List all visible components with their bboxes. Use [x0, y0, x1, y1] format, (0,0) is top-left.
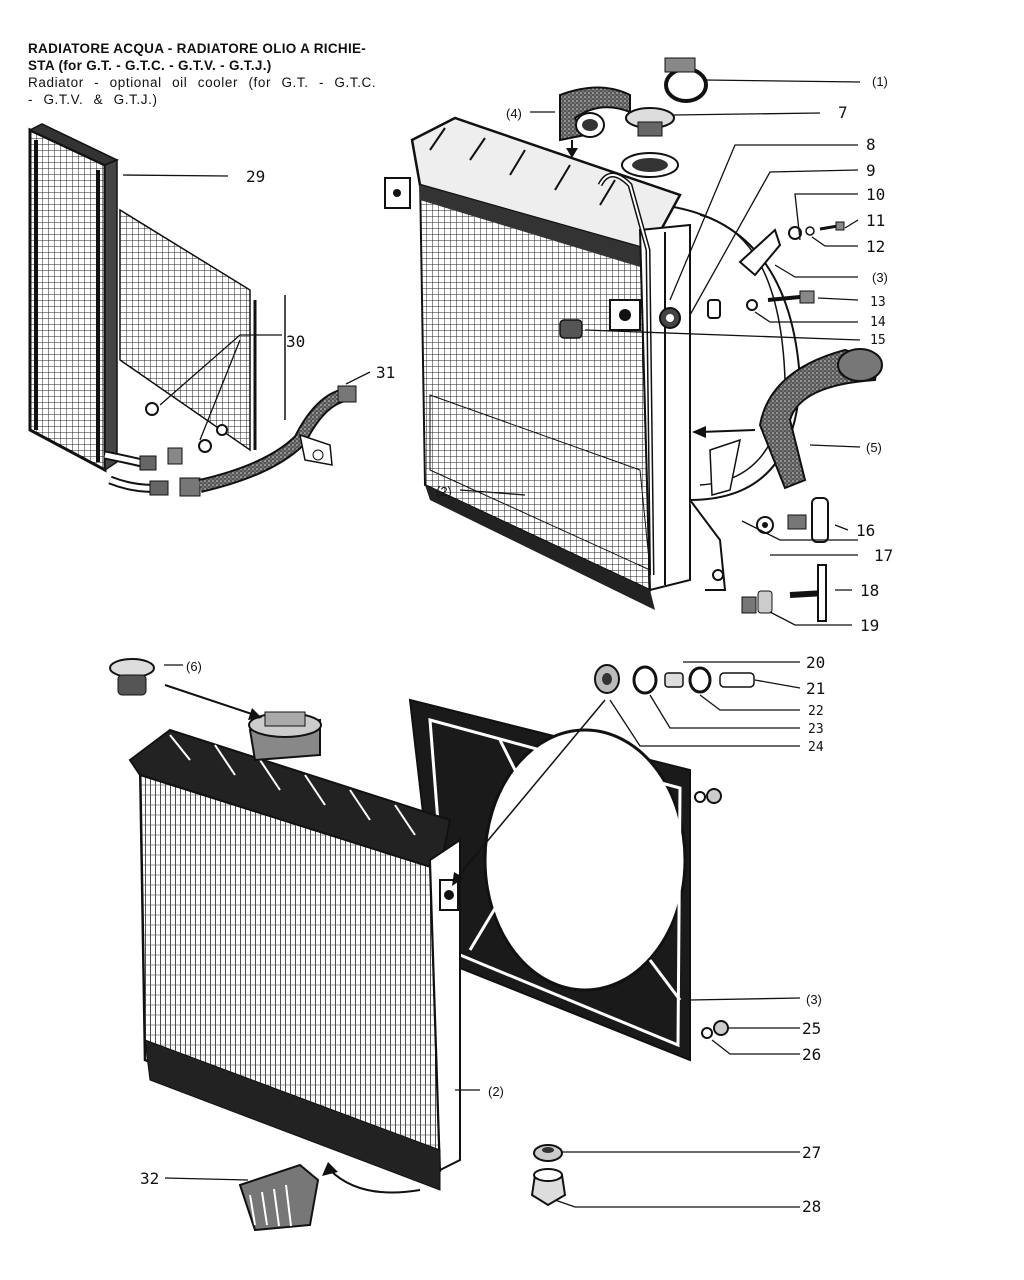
callout-labels: (1) 7 (4) 8 9 10 11 12 (3) 13 14 15 (5) …: [140, 74, 893, 1216]
diagram-title-block: RADIATORE ACQUA - RADIATORE OLIO A RICHI…: [28, 40, 468, 108]
callout-16: 16: [856, 521, 875, 540]
callout-19: 19: [860, 616, 879, 635]
title-line-4: - G.T.V. & G.T.J.): [28, 92, 158, 107]
shroud-nuts: [694, 788, 729, 1039]
water-radiator-assembly: [384, 116, 802, 610]
callout-22: 22: [808, 704, 824, 719]
oil-cooler-assembly: [28, 123, 357, 497]
callout-24: 24: [808, 740, 824, 755]
title-line-3: Radiator - optional oil cooler (for G.T.…: [28, 75, 377, 90]
callout-27: 27: [802, 1143, 821, 1162]
fan-shroud: [408, 698, 691, 1062]
callout-2-bottom: (2): [488, 1084, 504, 1099]
callout-2-top: (2): [436, 484, 452, 499]
radiator-cap: [625, 107, 675, 137]
callout-18: 18: [860, 581, 879, 600]
title-line-2: STA (for G.T. - G.T.C. - G.T.V. - G.T.J.…: [28, 58, 272, 73]
callout-12: 12: [866, 237, 885, 256]
callout-17: 17: [874, 546, 893, 565]
callout-5: (5): [866, 440, 882, 455]
callout-3-bottom: (3): [806, 992, 822, 1007]
title-line-1: RADIATORE ACQUA - RADIATORE OLIO A RICHI…: [28, 41, 367, 56]
callout-8: 8: [866, 135, 876, 154]
callout-14: 14: [870, 315, 886, 330]
rubber-mount: [238, 1162, 421, 1232]
fastener-parts: [707, 221, 845, 622]
callout-6: (6): [186, 659, 202, 674]
leader-lines: [122, 79, 861, 1208]
callout-7: 7: [838, 103, 848, 122]
callout-23: 23: [808, 722, 824, 737]
callout-32: 32: [140, 1169, 159, 1188]
callout-28: 28: [802, 1197, 821, 1216]
callout-1: (1): [872, 74, 888, 89]
lower-hose: [758, 348, 883, 490]
callout-9: 9: [866, 161, 876, 180]
hose-clip: [664, 57, 708, 103]
callout-21: 21: [806, 679, 825, 698]
callout-31: 31: [376, 363, 395, 382]
callout-13: 13: [870, 295, 886, 310]
callout-20: 20: [806, 653, 825, 672]
callout-26: 26: [802, 1045, 821, 1064]
expansion-cap: [109, 658, 262, 720]
callout-29: 29: [246, 167, 265, 186]
drain-nut-and-washer: [530, 1144, 567, 1207]
callout-3-top: (3): [872, 270, 888, 285]
callout-4: (4): [506, 106, 522, 121]
upper-hose: [559, 86, 631, 158]
callout-11: 11: [866, 211, 885, 230]
callout-15: 15: [870, 333, 886, 348]
lower-radiator: [128, 711, 461, 1191]
callout-10: 10: [866, 185, 885, 204]
callout-30: 30: [286, 332, 305, 351]
mount-bushings: [452, 664, 755, 886]
callout-25: 25: [802, 1019, 821, 1038]
